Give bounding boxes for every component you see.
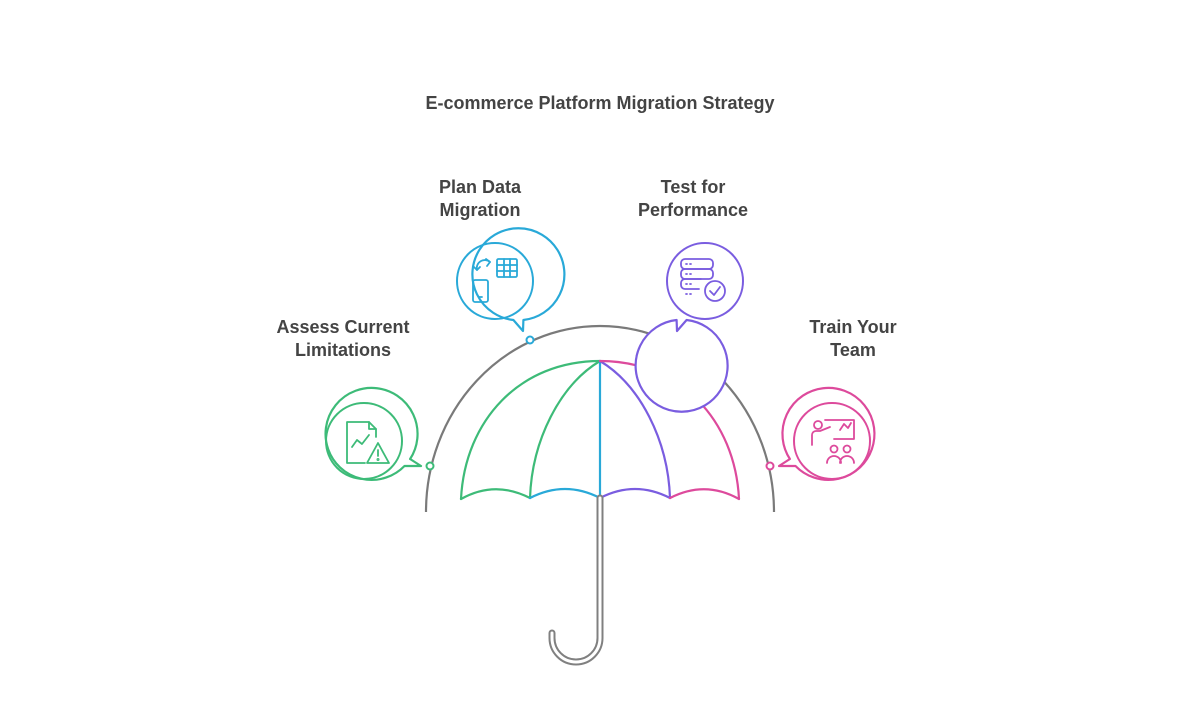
connector-dot-assess — [425, 461, 435, 471]
bubble-inner-ring — [456, 242, 534, 320]
canopy-scallop-2 — [528, 488, 602, 500]
label-train-team: Train Your Team — [778, 316, 928, 362]
connector-dot-train — [765, 461, 775, 471]
diagram-title: E-commerce Platform Migration Strategy — [425, 93, 775, 113]
label-line: Limitations — [294, 340, 391, 360]
label-line: Test for — [660, 177, 726, 197]
umbrella-handle-inner — [550, 496, 602, 664]
label-plan-migration: Plan Data Migration — [405, 176, 555, 222]
bubble-plan — [456, 227, 566, 333]
label-line: Plan Data — [438, 177, 522, 197]
bubble-train — [777, 386, 876, 481]
bubble-outline — [634, 318, 729, 413]
umbrella-handle-outer — [548, 494, 604, 666]
bubble-test — [634, 242, 744, 413]
canopy-scallop-3 — [598, 488, 672, 500]
label-line: Assess Current — [276, 317, 410, 337]
bubble-inner-ring — [666, 242, 744, 320]
umbrella-canopy — [459, 359, 741, 501]
canopy-rib-right — [598, 359, 672, 500]
team-training-icon — [811, 419, 855, 464]
chart-warning-icon — [346, 421, 390, 464]
bubble-outline — [471, 227, 566, 333]
label-test-performance: Test for Performance — [618, 176, 768, 222]
canopy-scallop-4 — [668, 488, 741, 501]
label-assess-limitations: Assess Current Limitations — [263, 316, 423, 362]
data-transfer-icon — [472, 258, 518, 303]
canopy-scallop-1 — [459, 488, 532, 501]
label-line: Train Your — [809, 317, 897, 337]
connector-dot-plan — [525, 335, 535, 345]
label-line: Team — [830, 340, 876, 360]
server-check-icon — [680, 258, 726, 302]
bubble-outline — [324, 386, 423, 481]
label-line: Migration — [439, 200, 521, 220]
label-line: Performance — [637, 200, 749, 220]
bubble-inner-ring — [325, 402, 403, 480]
canopy-rib-left — [528, 359, 602, 500]
bubble-assess — [324, 386, 423, 481]
bubble-inner-ring — [793, 402, 871, 480]
canopy-outline-left — [459, 359, 602, 501]
outer-arc — [424, 324, 776, 513]
